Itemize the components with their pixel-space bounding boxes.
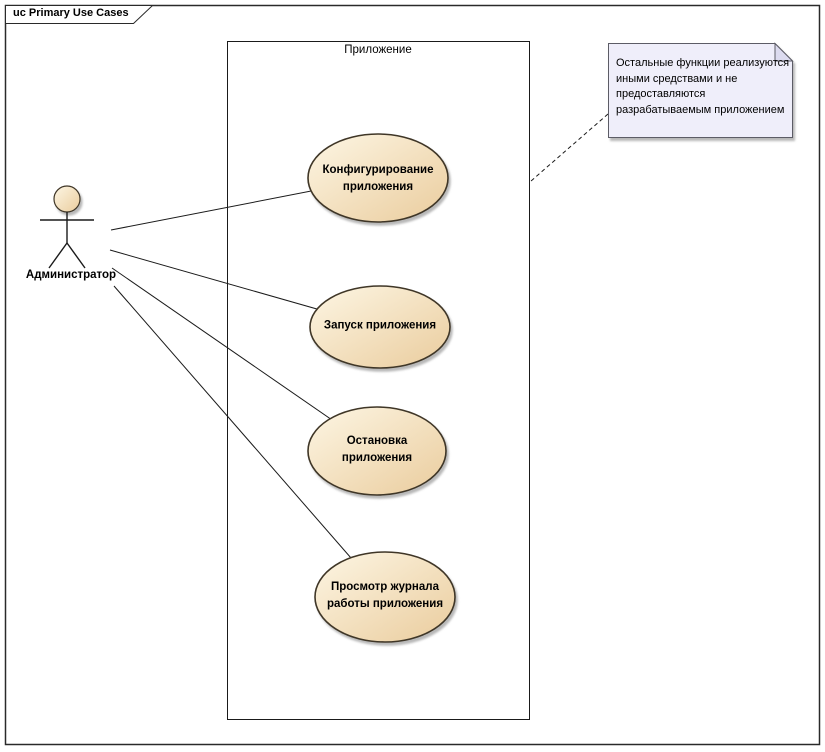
note-fold-corner-icon bbox=[774, 42, 794, 62]
system-boundary-label: Приложение bbox=[344, 44, 412, 56]
use-case-label-start: Запуск приложения bbox=[323, 319, 437, 332]
actor-body-icon bbox=[40, 212, 94, 269]
use-case-ellipse-start[interactable] bbox=[309, 285, 451, 369]
association-actor-viewlog[interactable] bbox=[113, 285, 386, 598]
use-case-shapes bbox=[307, 133, 456, 643]
use-case-label-configure: Конфигурирование приложения bbox=[322, 164, 434, 193]
note-text: Остальные функции реализуются иными сред… bbox=[616, 57, 790, 116]
frame-title: uc Primary Use Cases bbox=[13, 7, 129, 19]
actor-label: Администратор bbox=[25, 269, 117, 281]
note-link-dashed-line[interactable] bbox=[530, 113, 609, 182]
actor-head-icon bbox=[53, 185, 81, 213]
use-case-label-stop: Остановка приложения bbox=[341, 435, 413, 464]
use-case-ellipse-configure[interactable] bbox=[307, 133, 449, 223]
use-case-ellipse-viewlog[interactable] bbox=[314, 551, 456, 643]
frame-tab bbox=[5, 5, 154, 24]
use-case-ellipse-stop[interactable] bbox=[307, 406, 447, 496]
note-body bbox=[608, 43, 793, 138]
use-case-label-viewlog: Просмотр журнала работы приложения bbox=[326, 581, 444, 610]
actor-figure[interactable] bbox=[40, 185, 94, 269]
note-shape[interactable] bbox=[608, 42, 794, 138]
